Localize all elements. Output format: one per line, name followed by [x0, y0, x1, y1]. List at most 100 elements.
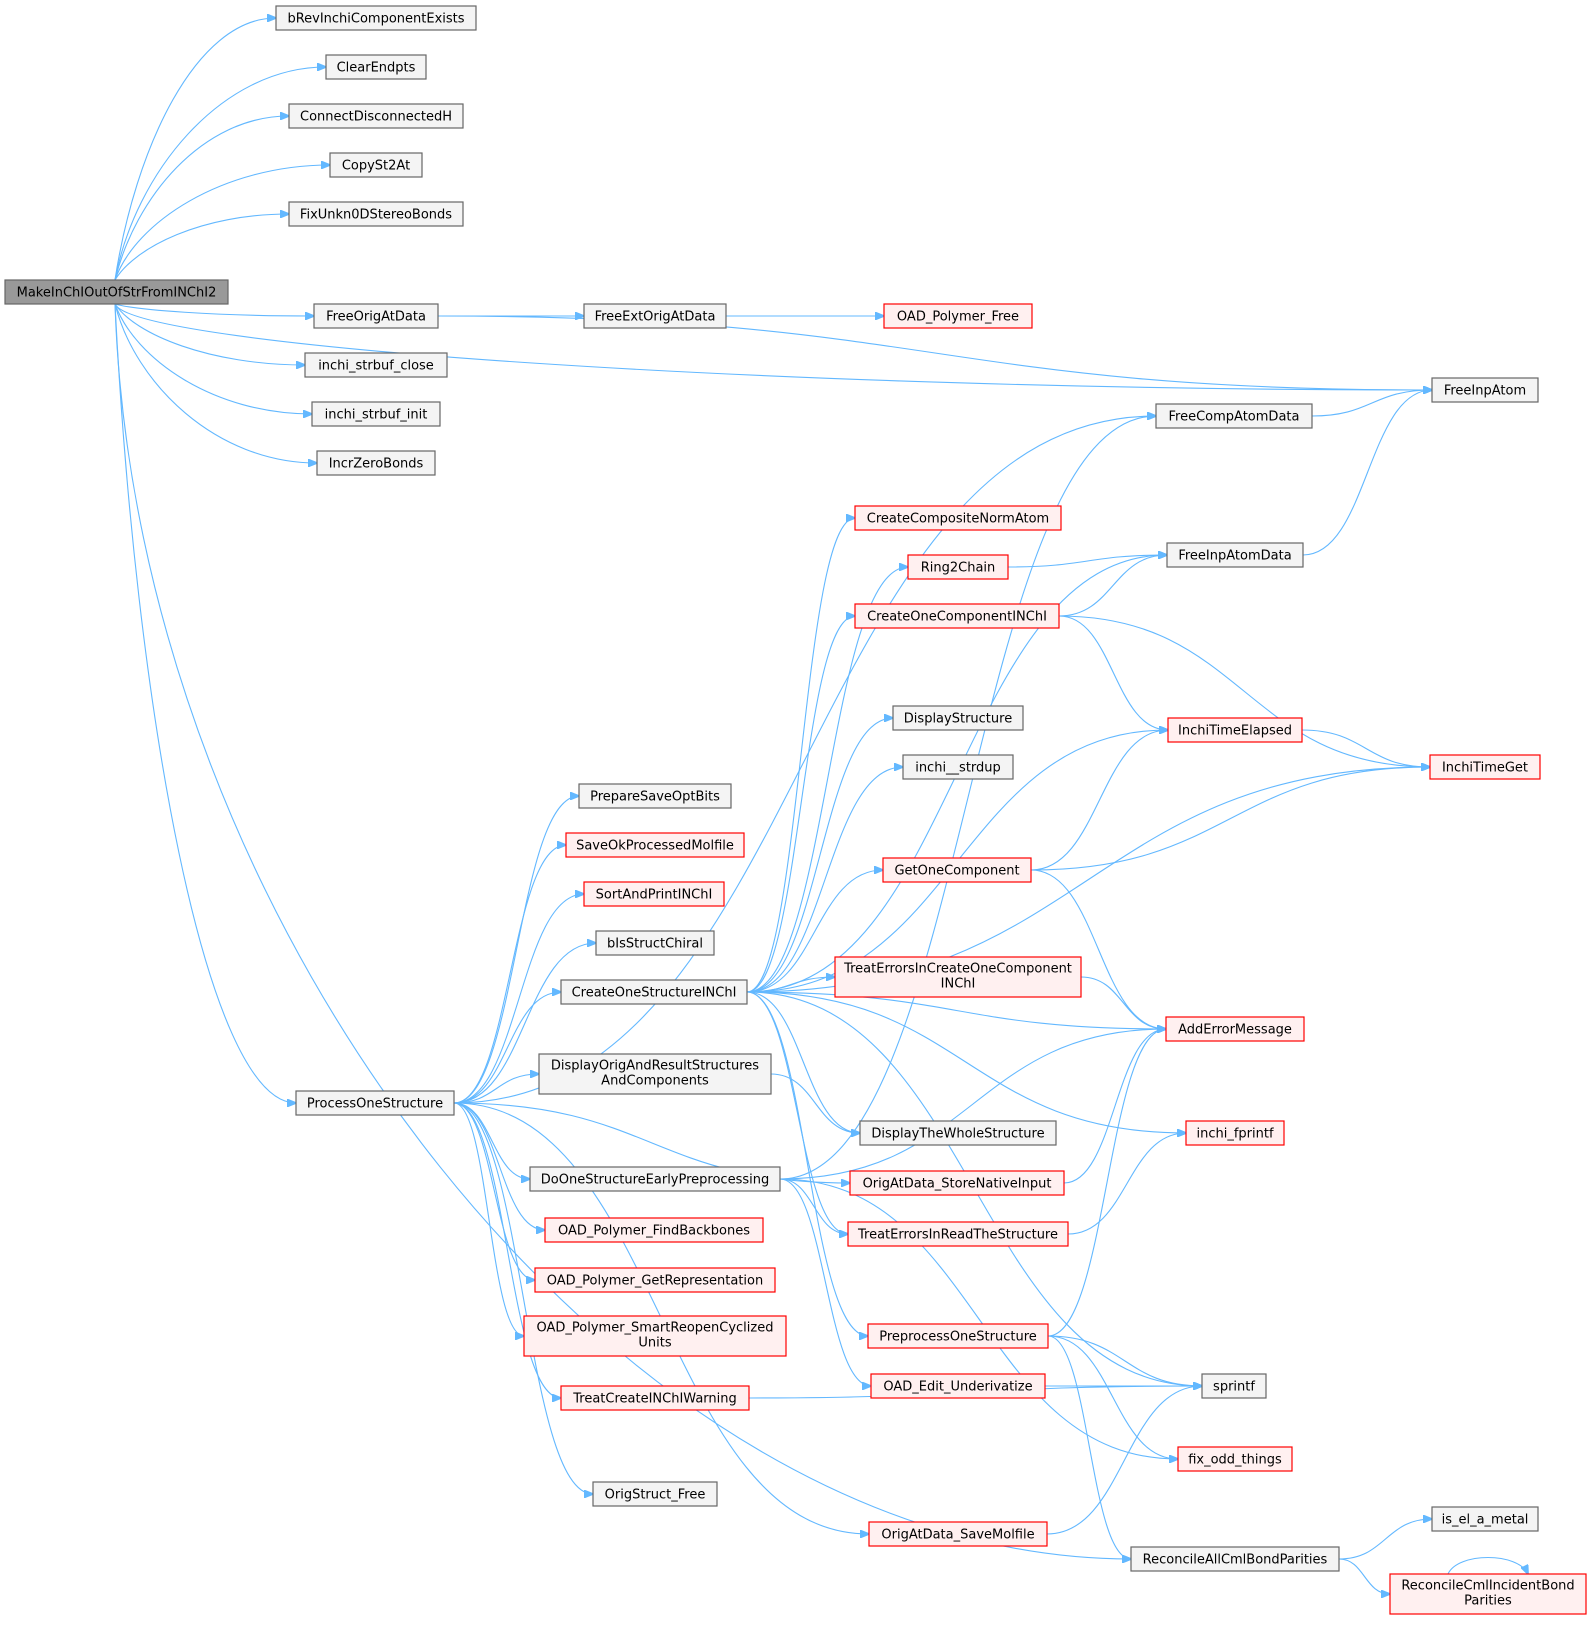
edge — [1047, 1335, 1178, 1459]
node-ring2-chain[interactable]: Ring2Chain — [907, 554, 1009, 580]
node-label: OrigAtData_StoreNativeInput — [863, 1177, 1052, 1192]
edge-create-one-comp-to-free-inp-atom-data — [1058, 555, 1167, 617]
node-is-el-metal[interactable]: is_el_a_metal — [1431, 1506, 1539, 1532]
node-prepare-save[interactable]: PrepareSaveOptBits — [578, 783, 732, 809]
edge-create-one-struct-to-treat-err-read — [746, 991, 848, 1234]
edge — [1063, 1029, 1166, 1184]
node-save-molfile[interactable]: OrigAtData_SaveMolfile — [868, 1521, 1048, 1547]
edge-preprocess-one-to-fix-odd — [1047, 1335, 1178, 1459]
node-create-composite[interactable]: CreateCompositeNormAtom — [854, 505, 1062, 531]
node-get-one-comp[interactable]: GetOneComponent — [882, 857, 1032, 883]
nodes-layer: MakeInChIOutOfStrFromINChI2 bRevInchiComp… — [4, 5, 1587, 1615]
node-add-error[interactable]: AddErrorMessage — [1165, 1016, 1305, 1042]
node-treat-err-read[interactable]: TreatErrorsInReadTheStructure — [847, 1221, 1069, 1247]
node-create-one-struct[interactable]: CreateOneStructureINChI — [560, 979, 748, 1005]
node-find-backbones[interactable]: OAD_Polymer_FindBackbones — [544, 1217, 764, 1243]
node-time-get[interactable]: InchiTimeGet — [1429, 754, 1541, 780]
node-free-orig-at-data[interactable]: FreeOrigAtData — [313, 303, 439, 329]
node-label: CreateCompositeNormAtom — [867, 512, 1049, 527]
edge — [453, 894, 584, 1104]
node-label: TreatCreateINChIWarning — [572, 1392, 737, 1407]
node-box — [592, 1481, 718, 1507]
node-free-inp-atom[interactable]: FreeInpAtom — [1431, 377, 1539, 403]
node-treat-create-warn[interactable]: TreatCreateINChIWarning — [560, 1385, 750, 1411]
node-connect-dis[interactable]: ConnectDisconnectedH — [288, 103, 464, 129]
node-display-structure[interactable]: DisplayStructure — [892, 705, 1024, 731]
edge — [114, 165, 330, 281]
node-create-one-comp[interactable]: CreateOneComponentINChI — [854, 603, 1060, 629]
node-free-inp-atom-data[interactable]: FreeInpAtomData — [1166, 542, 1304, 568]
node-save-ok[interactable]: SaveOkProcessedMolfile — [565, 832, 745, 858]
node-label: IncrZeroBonds — [329, 457, 424, 472]
edge — [1080, 976, 1166, 1029]
node-reconcile-all[interactable]: ReconcileAllCmlBondParities — [1130, 1546, 1340, 1572]
node-clear-endpts[interactable]: ClearEndpts — [325, 54, 427, 80]
edge — [779, 1178, 1178, 1459]
edge-process-one-to-b-is-struct-chiral — [453, 943, 596, 1104]
node-oadfree[interactable]: OAD_Polymer_Free — [883, 303, 1033, 329]
node-box — [288, 103, 464, 129]
node-root[interactable]: MakeInChIOutOfStrFromINChI2 — [4, 279, 229, 305]
node-box — [583, 303, 727, 329]
edge-free-inp-atom-data-to-free-inp-atom — [1302, 390, 1432, 556]
node-free-comp-atom[interactable]: FreeCompAtomData — [1155, 403, 1313, 429]
edge — [453, 992, 561, 1104]
edge-root-to-incr-zero — [114, 303, 317, 463]
node-box — [849, 1170, 1065, 1196]
edge-get-one-comp-to-time-elapsed — [1030, 730, 1168, 871]
node-label: FreeInpAtom — [1444, 384, 1526, 399]
edge — [114, 116, 289, 281]
node-process-one[interactable]: ProcessOneStructure — [295, 1090, 455, 1116]
node-label: inchi_fprintf — [1196, 1127, 1273, 1142]
node-label: OrigAtData_SaveMolfile — [881, 1528, 1034, 1543]
node-box — [902, 754, 1014, 780]
node-display-whole[interactable]: DisplayTheWholeStructure — [859, 1120, 1057, 1146]
node-fix-odd[interactable]: fix_odd_things — [1177, 1446, 1293, 1472]
node-strbuf-close[interactable]: inchi_strbuf_close — [304, 352, 448, 378]
node-sprintf[interactable]: sprintf — [1201, 1373, 1267, 1399]
edge — [1338, 1519, 1432, 1560]
node-free-ext-orig[interactable]: FreeExtOrigAtData — [583, 303, 727, 329]
node-b-is-struct-chiral[interactable]: bIsStructChiral — [595, 930, 715, 956]
node-orig-struct-free[interactable]: OrigStruct_Free — [592, 1481, 718, 1507]
node-copy-st2-at[interactable]: CopySt2At — [329, 152, 423, 178]
node-fix-unkn[interactable]: FixUnkn0DStereoBonds — [288, 201, 464, 227]
edge — [746, 991, 860, 1133]
node-sort-and-print[interactable]: SortAndPrintINChI — [583, 881, 725, 907]
node-get-repr[interactable]: OAD_Polymer_GetRepresentation — [534, 1267, 776, 1293]
node-label: ReconcileAllCmlBondParities — [1143, 1553, 1328, 1568]
node-box — [304, 352, 448, 378]
edge-root-to-clear-endpts — [114, 67, 326, 281]
edge — [453, 1102, 530, 1179]
node-fprintf[interactable]: inchi_fprintf — [1185, 1120, 1285, 1146]
node-strdup[interactable]: inchi__strdup — [902, 754, 1014, 780]
edge-process-one-to-display-orig — [453, 1074, 539, 1104]
edge — [779, 1178, 871, 1386]
node-b-rev[interactable]: bRevInchiComponentExists — [275, 5, 477, 31]
edge-get-one-comp-to-add-error — [1030, 869, 1166, 1029]
edge — [1047, 1335, 1202, 1386]
edge — [1058, 615, 1168, 730]
node-box — [1431, 377, 1539, 403]
edge-root-to-free-inp-atom — [114, 303, 1432, 390]
node-incr-zero[interactable]: IncrZeroBonds — [316, 450, 436, 476]
node-do-one-early[interactable]: DoOneStructureEarlyPreprocessing — [529, 1166, 781, 1192]
edge-create-one-struct-to-create-composite — [746, 518, 855, 993]
node-preprocess-one[interactable]: PreprocessOneStructure — [867, 1323, 1049, 1349]
node-strbuf-init[interactable]: inchi_strbuf_init — [311, 401, 441, 427]
edge — [746, 616, 855, 993]
node-store-native[interactable]: OrigAtData_StoreNativeInput — [849, 1170, 1065, 1196]
node-box — [868, 1521, 1048, 1547]
edge-create-one-struct-to-display-whole — [746, 991, 860, 1133]
node-time-elapsed[interactable]: InchiTimeElapsed — [1167, 717, 1303, 743]
node-underivatize[interactable]: OAD_Edit_Underivatize — [870, 1373, 1046, 1399]
edge-ring2-chain-to-free-inp-atom-data — [1007, 555, 1167, 568]
edge — [453, 943, 596, 1104]
node-label: SortAndPrintINChI — [596, 888, 713, 903]
